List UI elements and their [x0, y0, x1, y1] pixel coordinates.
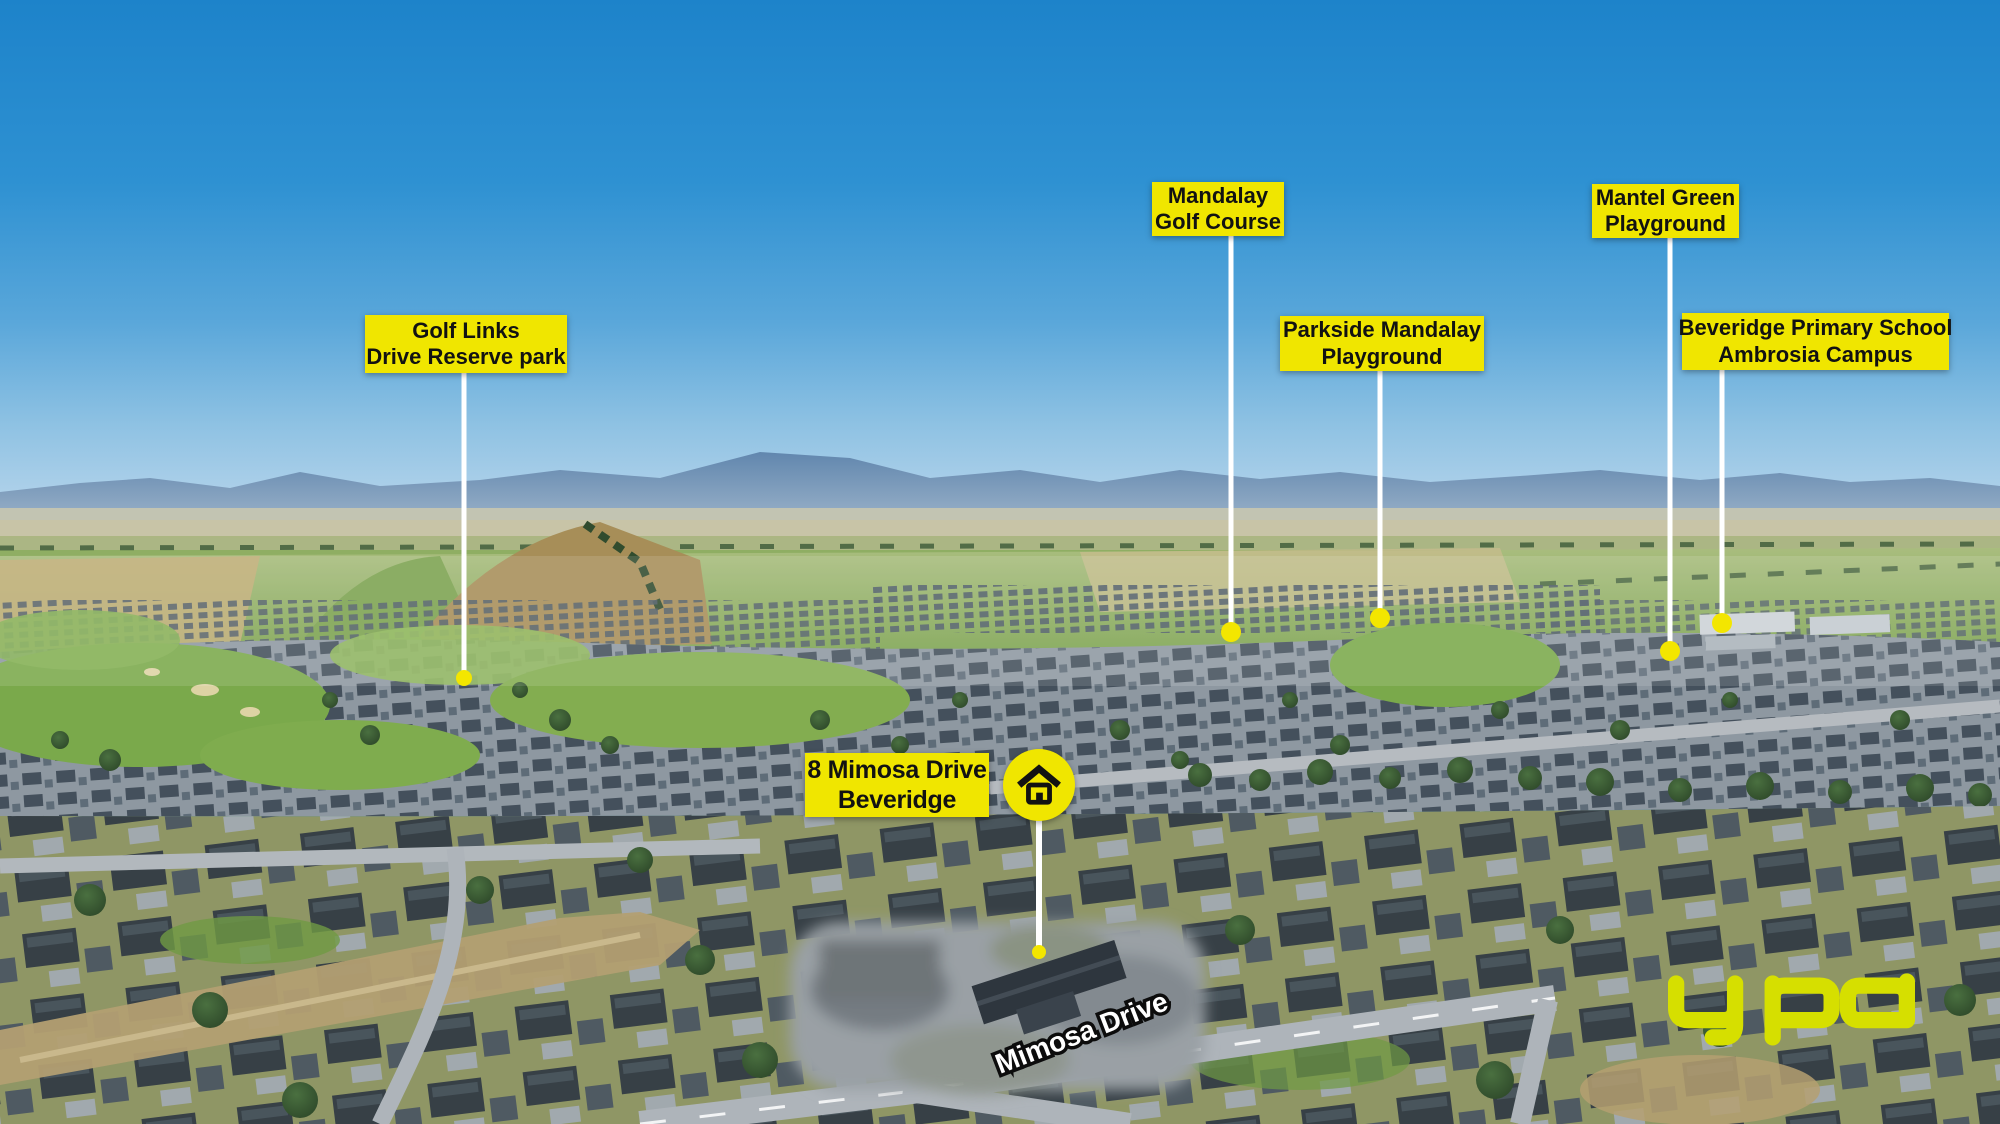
sky — [0, 0, 2000, 520]
callout-text-line2: Golf Course — [1155, 209, 1281, 234]
callout-text-line2: Playground — [1604, 211, 1726, 236]
callout-parkside-mandalay-playground: Parkside Mandalay Playground — [1280, 316, 1484, 371]
callout-text-line2: Ambrosia Campus — [1718, 341, 1913, 367]
haze — [0, 556, 2000, 686]
callout-beveridge-primary-school: Beveridge Primary School Ambrosia Campus — [1679, 313, 1952, 370]
callout-property-address: 8 Mimosa Drive Beveridge — [805, 753, 989, 817]
home-icon — [1017, 764, 1061, 805]
property-marker-badge — [1003, 749, 1075, 821]
golf-course — [0, 610, 1560, 790]
roads-mid — [989, 699, 2000, 795]
logo-letter-a — [1839, 973, 1915, 1029]
callout-text-line1: Beveridge Primary School — [1678, 315, 1953, 341]
property-address-line1: 8 Mimosa Drive — [807, 756, 987, 784]
callout-mantel-green-playground: Mantel Green Playground — [1592, 184, 1739, 238]
callout-text-line2: Drive Reserve park — [366, 344, 566, 369]
callout-mandalay-golf-course: Mandalay Golf Course — [1152, 182, 1284, 236]
property-address-line2: Beveridge — [837, 786, 957, 814]
logo-letter-p — [1764, 975, 1840, 1046]
callout-golf-links-drive-reserve-park: Golf Links Drive Reserve park — [365, 315, 567, 373]
logo-letter-y — [1668, 975, 1744, 1046]
trees-foreground — [74, 847, 1976, 1118]
mountain-range — [0, 452, 2000, 515]
callout-text-line1: Golf Links — [412, 317, 520, 343]
callout-text-line1: Mandalay — [1167, 182, 1269, 208]
callout-text-line1: Mantel Green — [1595, 184, 1736, 210]
ypa-logo — [1668, 973, 1915, 1046]
subject-house — [971, 939, 1127, 1035]
trees-mid — [51, 682, 1992, 807]
callout-text-line1: Parkside Mandalay — [1282, 317, 1482, 343]
callout-text-line2: Playground — [1321, 343, 1443, 369]
